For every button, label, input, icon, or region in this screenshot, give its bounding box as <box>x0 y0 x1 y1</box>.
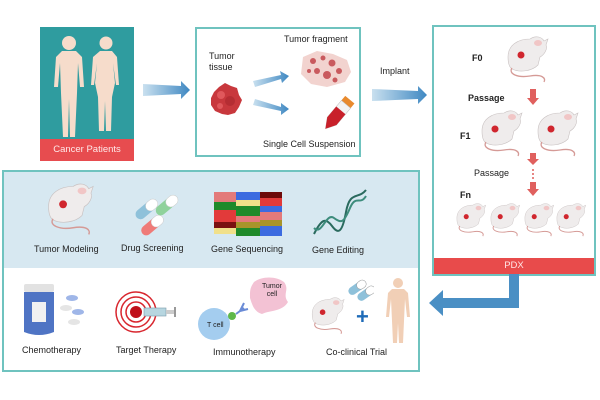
target-therapy-label: Target Therapy <box>116 345 177 355</box>
cancer-patients-label: Cancer Patients <box>40 139 134 161</box>
passage-arrow-icon <box>527 153 539 196</box>
mouse-icon <box>490 203 521 237</box>
down-arrow-icon <box>527 89 539 105</box>
co-clinical-trial-label: Co-clinical Trial <box>326 347 388 357</box>
tumor-fragment-label: Tumor fragment <box>284 34 348 44</box>
implant-label: Implant <box>380 66 410 76</box>
mouse-icon <box>524 203 555 237</box>
sample-processing-panel: Tumor tissue Tumor fragment Single Cell … <box>195 27 361 157</box>
immunotherapy-label: Immunotherapy <box>213 347 276 357</box>
mouse-icon <box>481 110 523 157</box>
human-figures-icon <box>54 36 119 137</box>
target-therapy-icon <box>115 291 176 333</box>
split-arrows-icon <box>253 71 289 115</box>
mouse-icon <box>456 203 487 237</box>
plus-icon: + <box>356 304 369 329</box>
tumor-tissue-label: Tumor tissue <box>209 51 235 72</box>
cell-suspension-tube-icon <box>325 95 355 130</box>
immunotherapy-icon <box>198 277 288 340</box>
dna-helix-icon <box>313 189 367 235</box>
gene-editing-label: Gene Editing <box>312 245 365 255</box>
tumor-tissue-icon <box>211 83 242 115</box>
generation-label-f1: F1 <box>460 131 471 141</box>
mouse-icon <box>537 110 579 157</box>
mouse-icon <box>556 203 587 237</box>
mouse-icon <box>507 36 549 83</box>
generation-label-fn: Fn <box>460 190 471 200</box>
cancer-patients-panel: Cancer Patients <box>40 27 134 161</box>
single-cell-suspension-label: Single Cell Suspension <box>263 139 356 149</box>
human-figure-icon <box>386 278 410 343</box>
tumor-modeling-icon <box>47 183 94 236</box>
arrow-right-icon <box>143 81 190 99</box>
drug-screening-label: Drug Screening <box>121 243 184 253</box>
chemotherapy-pills-icon <box>24 284 84 335</box>
pdx-label: PDX <box>434 258 594 274</box>
applications-panel: Tumor Modeling Drug Screening Gene Seque… <box>2 170 420 372</box>
tumor-fragment-icon <box>301 51 351 87</box>
generation-label-f0: F0 <box>472 53 483 63</box>
tumor-cell-label: Tumor cell <box>262 283 282 298</box>
gene-sequencing-label: Gene Sequencing <box>211 244 284 254</box>
chemotherapy-label: Chemotherapy <box>22 345 82 355</box>
tumor-modeling-label: Tumor Modeling <box>34 244 99 254</box>
drug-capsules-icon <box>348 279 374 301</box>
passage-label: Passage <box>474 168 510 178</box>
t-cell-label: T cell <box>207 322 224 329</box>
mouse-icon <box>311 297 345 335</box>
passage-label: Passage <box>468 93 505 103</box>
gene-sequencing-icon <box>214 192 282 236</box>
implant-arrow-icon <box>372 86 427 104</box>
pdx-panel: F0 Passage F1 Passage Fn PDX <box>432 25 596 276</box>
return-arrow-icon <box>429 274 519 316</box>
drug-screening-icon <box>135 194 179 236</box>
